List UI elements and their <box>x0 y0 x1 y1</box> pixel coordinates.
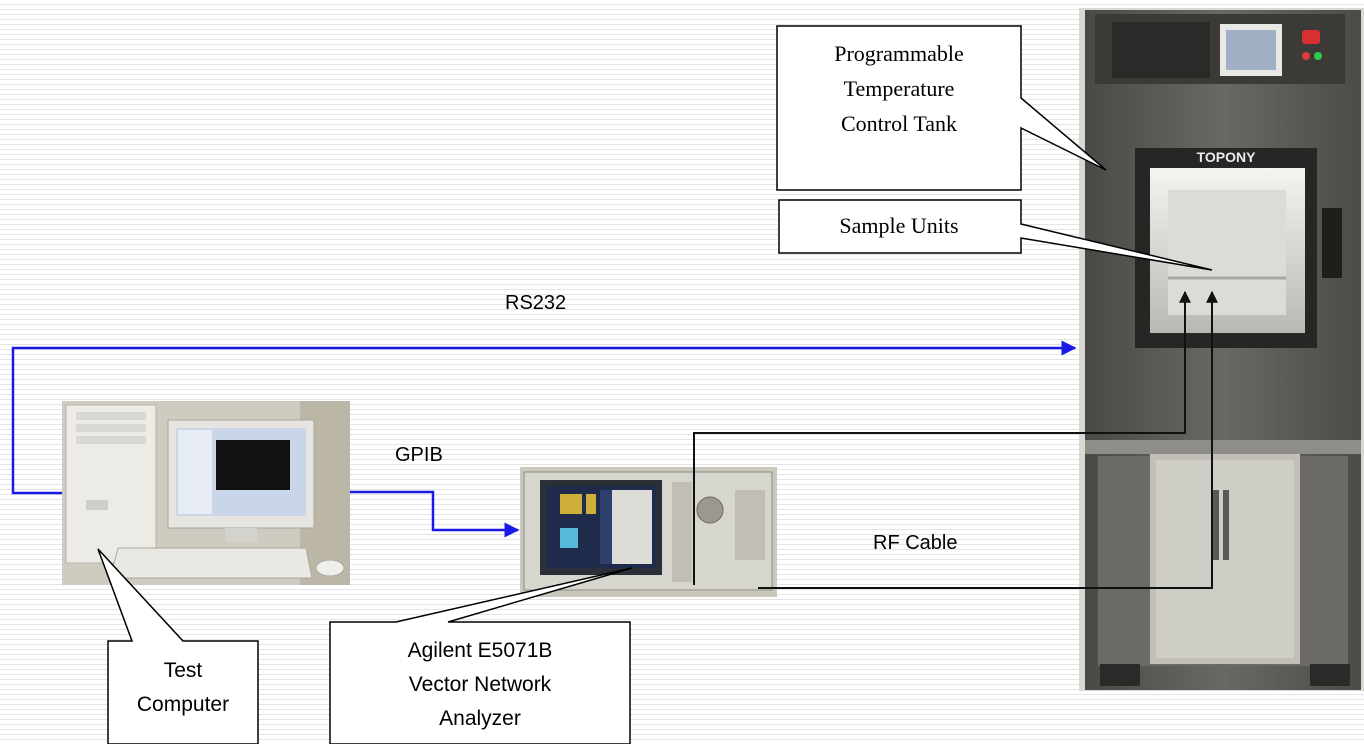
analyzer-callout-line-3: Analyzer <box>439 707 521 730</box>
computer-callout-shape <box>97 548 259 744</box>
rf-cable-label: RF Cable <box>873 532 958 554</box>
rf-cable-line-1 <box>693 290 1191 585</box>
rf-cable-line-2 <box>758 290 1218 589</box>
analyzer-callout-shape <box>329 567 633 744</box>
sample-callout-shape <box>778 199 1213 271</box>
tank-brand-logo: TOPONY <box>1197 149 1257 165</box>
tank-callout-line-1: Programmable <box>834 41 964 66</box>
temperature-tank-image <box>1079 8 1364 691</box>
rs232-line <box>11 340 1077 495</box>
tank-callout-shape <box>776 25 1107 191</box>
analyzer-callout: Agilent E5071B Vector Network Analyzer <box>330 634 630 736</box>
analyzer-callout-line-2: Vector Network <box>408 673 552 696</box>
computer-callout: Test Computer <box>108 654 258 722</box>
tank-callout-line-2: Temperature <box>843 76 955 101</box>
computer-callout-line-1: Test <box>163 659 203 682</box>
tank-callout-line-3: Control Tank <box>841 111 957 136</box>
analyzer-callout-line-1: Agilent E5071B <box>407 639 553 662</box>
tank-callout: Programmable Temperature Control Tank <box>779 36 1019 141</box>
gpib-label: GPIB <box>395 444 443 466</box>
computer-callout-line-2: Computer <box>136 693 230 716</box>
sample-callout: Sample Units <box>779 212 1019 240</box>
sample-callout-text: Sample Units <box>839 213 959 238</box>
gpib-line <box>350 490 520 538</box>
rs232-label: RS232 <box>505 292 567 314</box>
test-computer-image <box>62 401 350 585</box>
network-analyzer-image <box>520 467 777 597</box>
